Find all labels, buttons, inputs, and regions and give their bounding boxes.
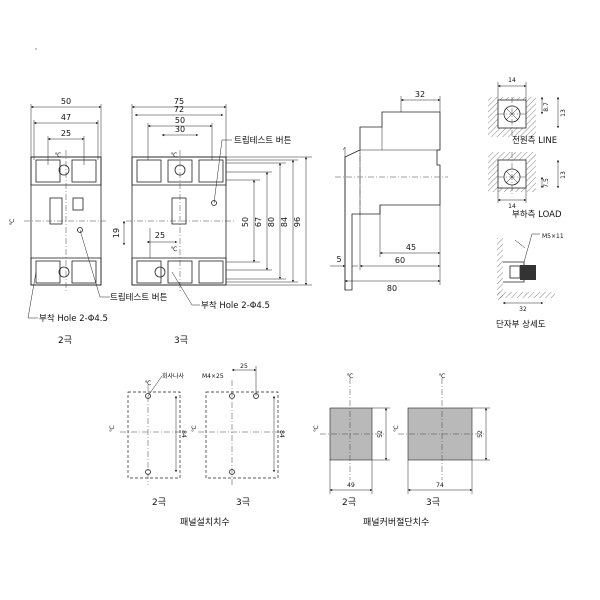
dim-side-45: 45: [406, 243, 416, 252]
dim-2p-width-47: 47: [61, 113, 71, 122]
dim-install-84-3p: 84: [278, 430, 285, 438]
dim-cover-49: 49: [347, 482, 355, 489]
dim-side-60: 60: [395, 256, 405, 265]
dim-line-8-7: 8.7: [543, 102, 550, 112]
dim-height-50: 50: [241, 217, 250, 227]
dim-2p-width-50: 50: [61, 97, 71, 106]
dim-side-80: 80: [387, 284, 397, 293]
caption-2pole-install: 2극: [152, 497, 166, 508]
dim-cover-74: 74: [436, 482, 444, 489]
label-load-side: 부하측 LOAD: [512, 209, 562, 220]
svg-text:℃: ℃: [439, 373, 446, 380]
dim-load-13: 13: [560, 171, 567, 179]
dim-height-96: 96: [293, 217, 302, 227]
front-view-3pole: 75 72 50 30 25 19 50 67 80 84 96: [112, 97, 312, 346]
dim-line-13: 13: [560, 109, 567, 117]
svg-text:℃: ℃: [171, 152, 178, 159]
label-trip-test-button-2p: 트립테스트 버튼: [110, 292, 168, 303]
caption-panel-cover: 패널커버절단치수: [363, 516, 429, 528]
svg-text:℃: ℃: [393, 425, 400, 432]
svg-text:℃: ℃: [9, 218, 16, 225]
dim-3p-width-75: 75: [174, 97, 184, 106]
svg-text:℃: ℃: [145, 380, 152, 387]
caption-3pole-front: 3극: [174, 335, 188, 346]
caption-2pole-front: 2극: [58, 335, 72, 346]
dim-height-19: 19: [112, 228, 121, 238]
panel-install-3pole: 25 84 회사나사 M4×25 ℃ 3극 패널설치치수: [147, 363, 286, 528]
terminal-load-detail: 7.5 13 14 부하측 LOAD: [488, 152, 567, 220]
dim-3p-width-25: 25: [155, 231, 165, 240]
caption-2pole-cover: 2극: [342, 497, 356, 508]
svg-text:℃: ℃: [55, 152, 62, 159]
caption-3pole-cover: 3극: [426, 497, 440, 508]
dim-height-80: 80: [267, 217, 276, 227]
panel-install-2pole: 84 ℃ ℃ 2극: [109, 380, 187, 508]
dim-3p-width-30: 30: [175, 125, 185, 134]
panel-cover-2pole: 52 49 ℃ ℃ 2극: [313, 373, 390, 508]
dim-line-14: 14: [508, 77, 516, 84]
label-screw-m4: M4×25: [202, 373, 224, 380]
svg-text:℃: ℃: [109, 425, 116, 432]
label-mount-hole-2p: 부착 Hole 2-Φ4.5: [39, 314, 108, 324]
svg-text:℃: ℃: [191, 425, 198, 432]
caption-panel-install: 패널설치치수: [180, 516, 230, 528]
dim-load-14: 14: [508, 203, 516, 210]
dim-height-67: 67: [254, 217, 263, 227]
label-mount-hole-3p: 부착 Hole 2-Φ4.5: [201, 301, 270, 311]
svg-text:℃: ℃: [347, 373, 354, 380]
dim-side-32: 32: [415, 90, 425, 99]
dim-cover-52-3p: 52: [477, 430, 484, 438]
label-trip-test-button-3p: 트립테스트 버튼: [234, 135, 292, 146]
label-terminal-screw: M5×11: [542, 233, 564, 240]
dim-load-7-5: 7.5: [543, 178, 550, 188]
panel-cover-3pole: 52 74 ℃ ℃ 3극 패널커버절단치수: [363, 373, 490, 528]
dim-install-84-2p: 84: [180, 430, 187, 438]
dim-3p-width-72: 72: [174, 105, 184, 114]
side-view: 32 45 60 80 5: [330, 90, 448, 293]
dim-terminal-32: 32: [519, 306, 527, 313]
label-terminal-detail: 단자부 상세도: [496, 319, 546, 330]
svg-text:℃: ℃: [313, 425, 320, 432]
dim-3p-width-50: 50: [175, 116, 185, 125]
svg-text:℃: ℃: [171, 246, 178, 253]
dim-install-25: 25: [240, 363, 248, 370]
front-view-2pole: 50 47 25 ℃ ℃ 트립테스트 버튼 부착 Hole 2-Φ4.5 2극: [9, 48, 168, 346]
terminal-line-detail: 14 8.7 13 전원측 LINE: [488, 77, 567, 146]
label-line-side: 전원측 LINE: [512, 135, 557, 146]
label-tapping-screw: 회사나사: [162, 372, 185, 380]
dim-2p-width-25: 25: [61, 129, 71, 138]
dim-height-84: 84: [280, 217, 289, 227]
terminal-section-detail: M5×11 32 단자부 상세도: [496, 233, 564, 330]
dim-cover-52-2p: 52: [377, 430, 384, 438]
caption-3pole-install: 3극: [236, 497, 250, 508]
dim-side-5: 5: [336, 255, 341, 264]
